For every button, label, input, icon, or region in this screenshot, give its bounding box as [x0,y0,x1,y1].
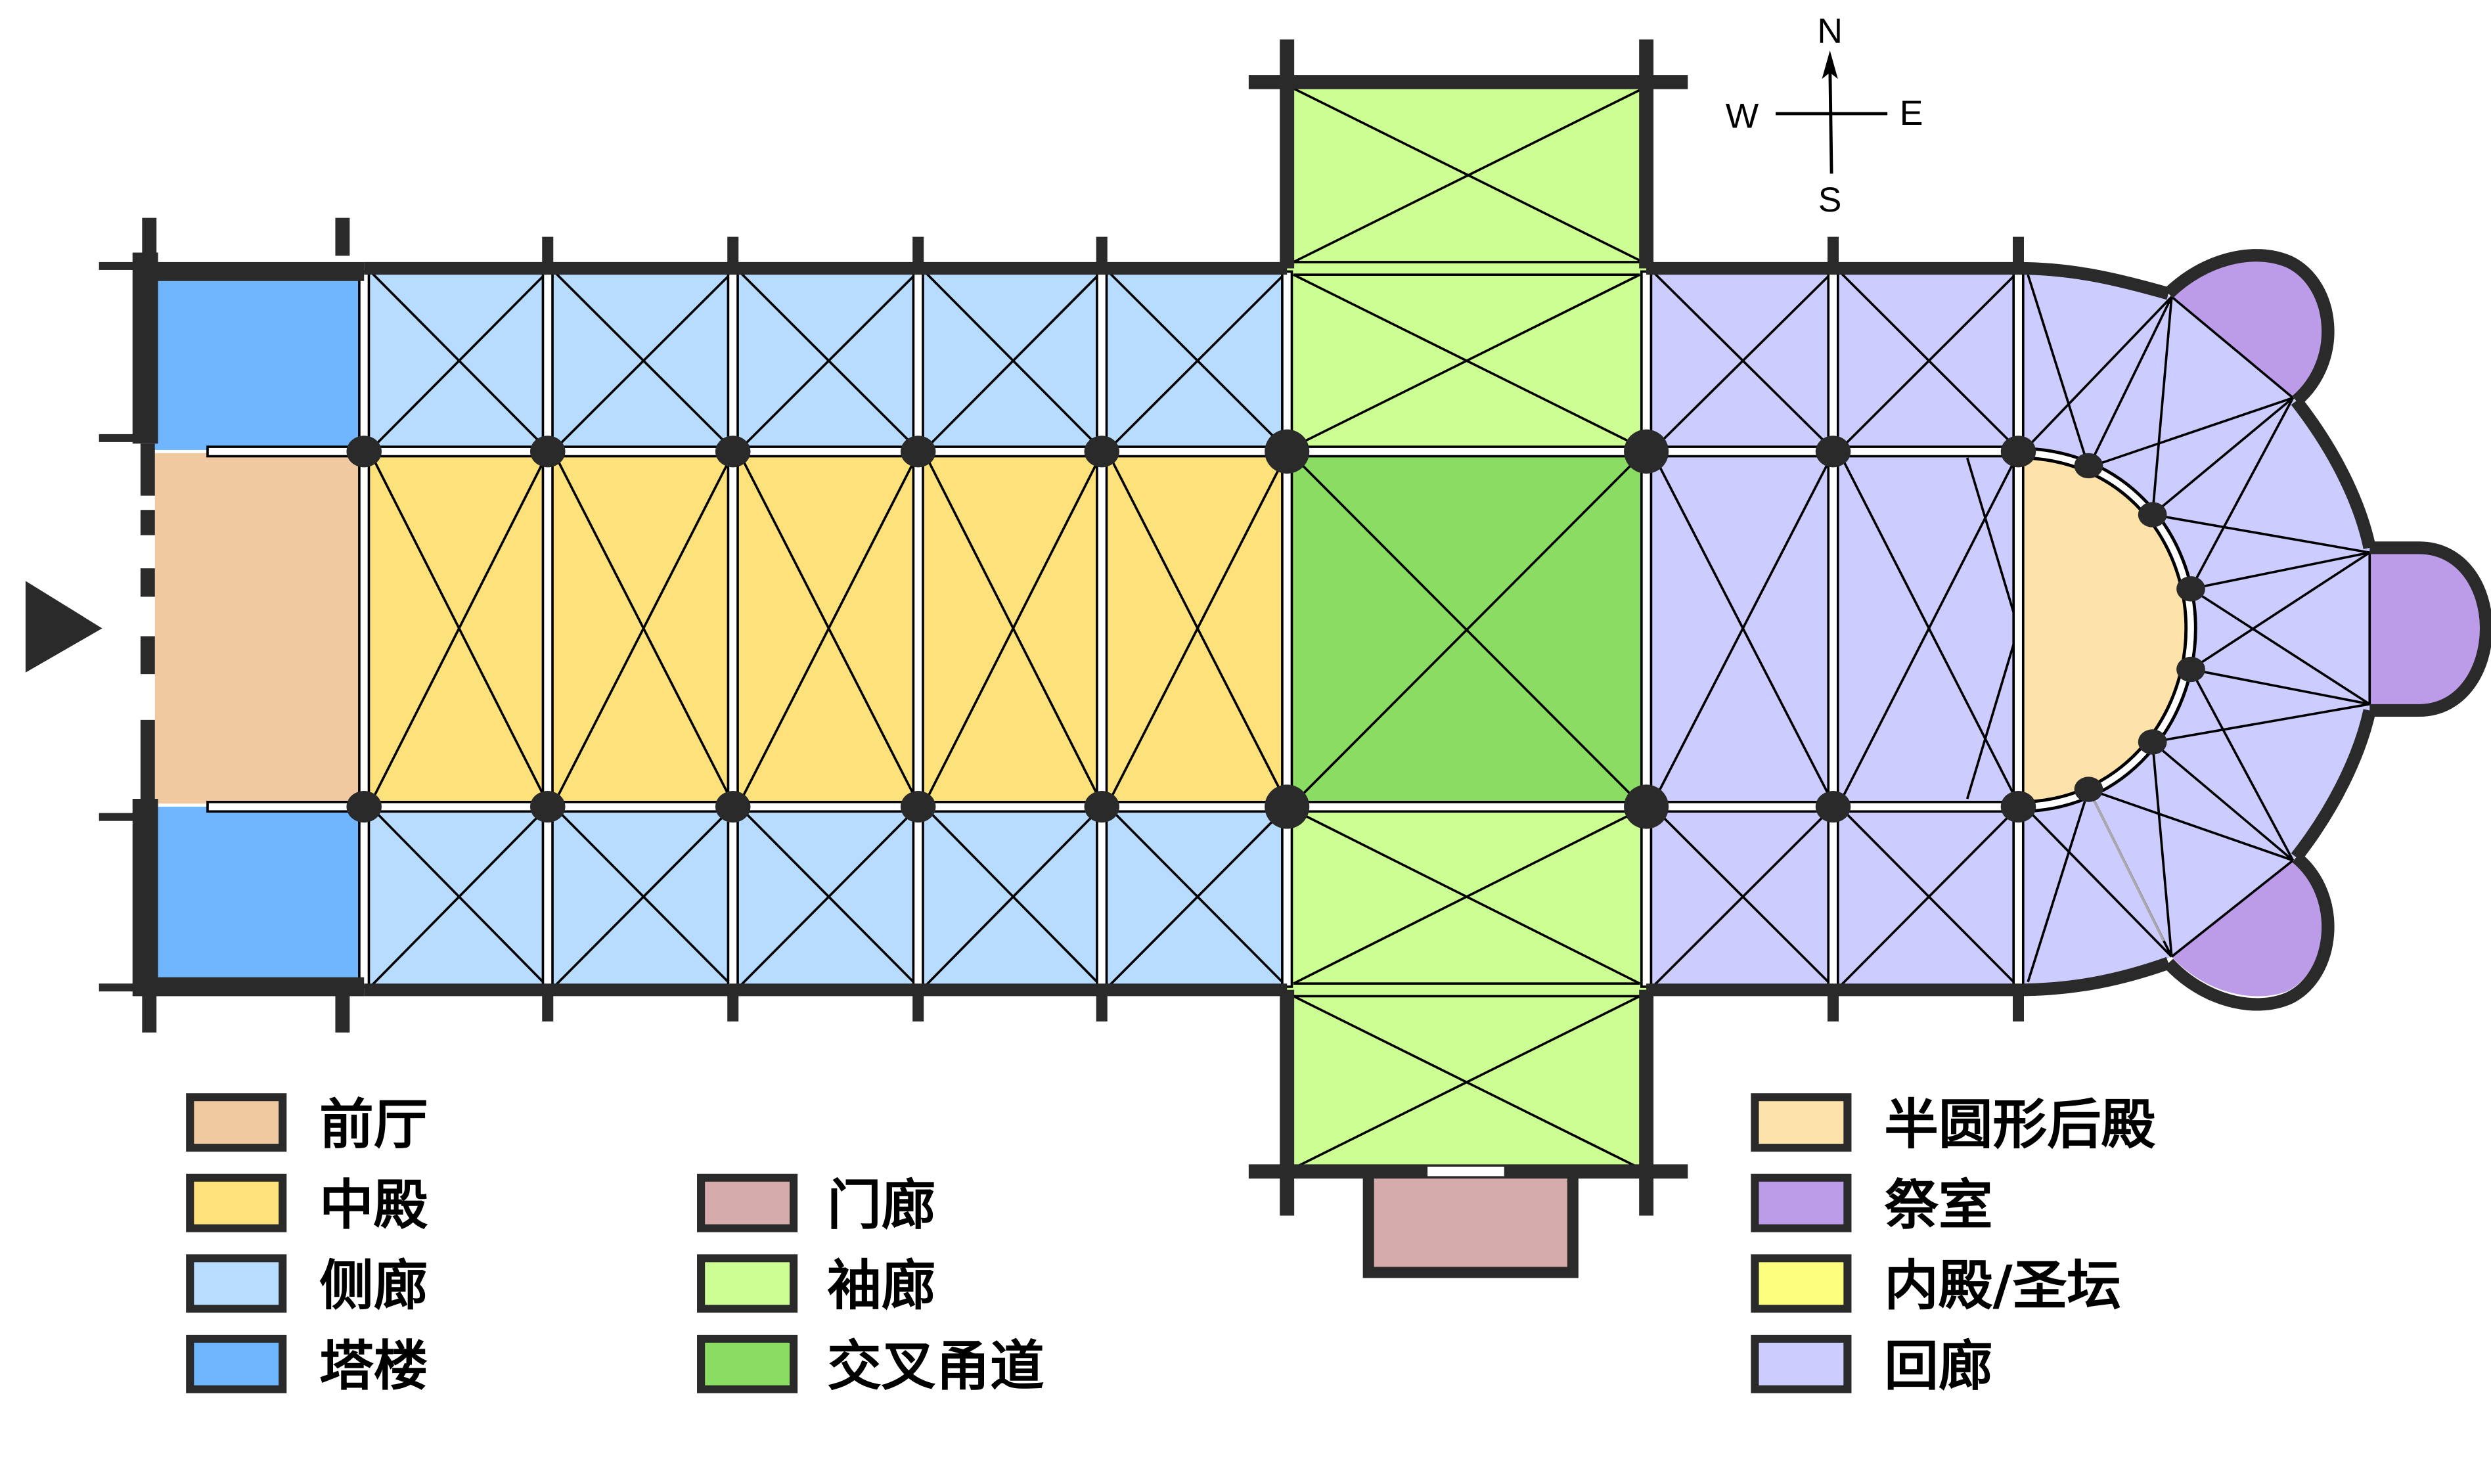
legend: 前厅 中殿 侧廊 塔楼 门廊 袖廊 交叉甬道 半圆形后殿 [186,1093,2155,1397]
apse [2018,453,2188,804]
svg-text:半圆形后殿: 半圆形后殿 [1884,1094,2155,1156]
svg-text:塔楼: 塔楼 [319,1336,428,1397]
compass-east-label: E [1900,94,1923,133]
tower-north [154,271,365,450]
compass-west-label: W [1726,97,1759,136]
tower-south [154,807,365,985]
compass-south-label: S [1818,181,1842,219]
legend-item-narthex: 前厅 [186,1093,428,1156]
aisle-south [364,807,1288,987]
transept-south [1287,807,1647,1172]
legend-item-apse: 半圆形后殿 [1751,1093,2155,1156]
compass-north-label: N [1817,12,1843,51]
svg-text:交叉甬道: 交叉甬道 [827,1336,1044,1397]
legend-item-ambulatory: 回廊 [1751,1334,1993,1397]
transept-north [1287,85,1647,450]
vault-ribs [369,87,2371,1169]
narthex [154,453,365,804]
chapel-east [2369,545,2483,711]
svg-text:门廊: 门廊 [827,1175,935,1236]
svg-text:中殿: 中殿 [319,1175,428,1236]
chapel-north [2171,260,2323,398]
outer-walls [99,39,2491,1278]
nave [364,453,1288,807]
legend-item-porch: 门廊 [697,1173,935,1236]
legend-item-aisle: 侧廊 [186,1254,428,1317]
aisle-north [364,271,1288,450]
legend-item-tower: 塔楼 [186,1334,428,1397]
porch [1368,1177,1573,1272]
north-arrow-icon [1822,50,1838,79]
entrance-arrow-icon [25,581,102,673]
ambulatory [1646,271,2370,987]
compass: N W E S [1726,12,1923,219]
legend-item-transept: 袖廊 [697,1254,935,1317]
legend-item-nave: 中殿 [186,1173,428,1236]
legend-item-crossing: 交叉甬道 [697,1334,1044,1397]
legend-item-chapel: 祭室 [1751,1173,1993,1236]
svg-text:侧廊: 侧廊 [319,1255,428,1316]
svg-text:祭室: 祭室 [1884,1175,1992,1236]
piers [346,429,2205,829]
legend-item-choir: 内殿/圣坛 [1751,1254,2121,1317]
svg-text:袖廊: 袖廊 [827,1255,935,1316]
svg-text:内殿/圣坛: 内殿/圣坛 [1884,1255,2121,1316]
chapel-south [2171,860,2323,997]
svg-text:前厅: 前厅 [319,1094,428,1156]
svg-text:回廊: 回廊 [1884,1336,1992,1397]
